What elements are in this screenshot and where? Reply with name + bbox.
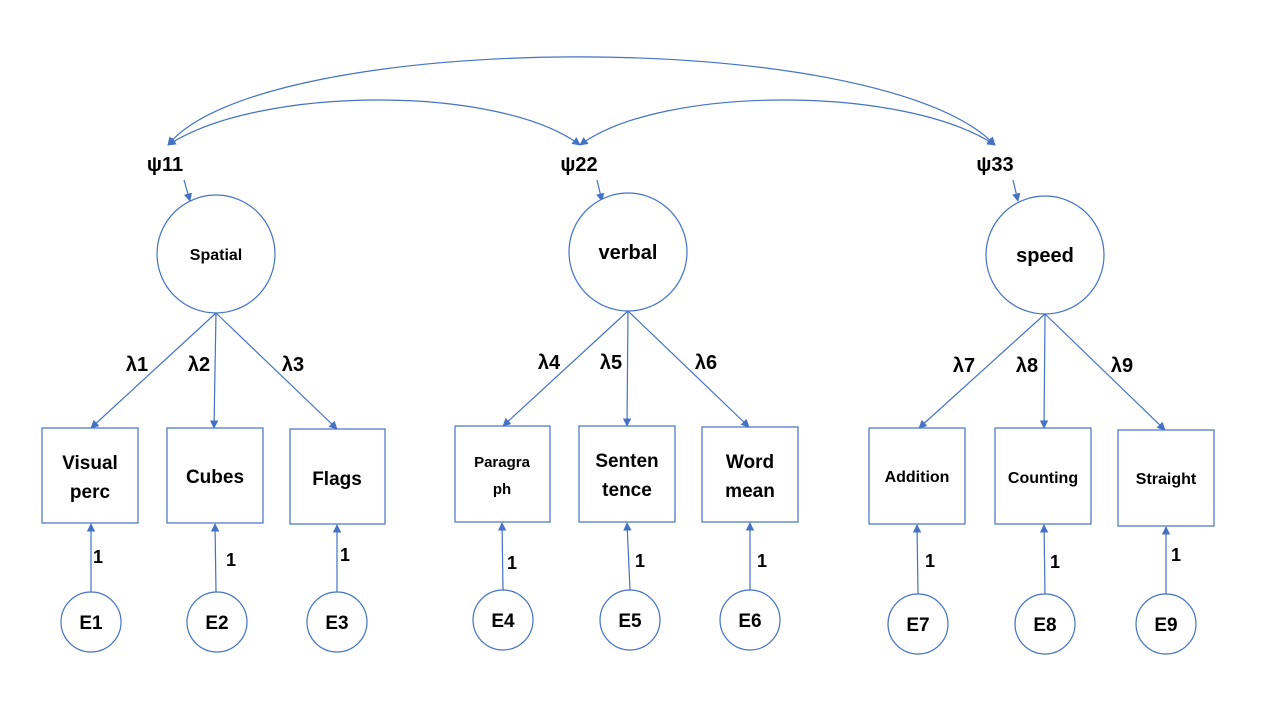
indicator-box-word-mean: [701, 426, 799, 523]
error-circle-e5: [599, 589, 661, 651]
indicator-label-paragraph-line1: Paragra: [474, 454, 531, 471]
covariance-arc-spatial-verbal: [167, 99, 581, 146]
error-arrow-e7: [912, 524, 922, 595]
indicator-label-straight: Straight: [1136, 471, 1197, 488]
loading-arrow-addition: [918, 313, 1046, 429]
factor-label-speed: speed: [1016, 245, 1074, 267]
loading-label-6: λ6: [695, 352, 717, 374]
error-label-e6: E6: [738, 611, 761, 632]
loading-label-3: λ3: [282, 354, 304, 376]
factor-label-verbal: verbal: [599, 242, 658, 264]
indicator-label-visual-perc-line2: perc: [70, 482, 111, 503]
loading-arrow-word-mean: [627, 310, 750, 428]
error-circle-e4: [472, 589, 534, 651]
error-loading-label-e7: 1: [925, 551, 935, 571]
covariance-arc-spatial-speed: [167, 56, 996, 146]
loading-arrow-straight: [1044, 313, 1166, 431]
loading-label-1: λ1: [126, 354, 148, 376]
error-circle-e3: [306, 591, 368, 653]
error-loading-label-e6: 1: [757, 551, 767, 571]
error-circle-e8: [1014, 593, 1076, 655]
error-circle-e2: [186, 591, 248, 653]
indicator-box-paragraph: [454, 425, 551, 523]
error-label-e1: E1: [79, 613, 103, 634]
error-label-e9: E9: [1154, 615, 1177, 636]
indicator-label-visual-perc-line1: Visual: [62, 453, 118, 474]
error-arrow-e4: [497, 522, 507, 591]
indicator-box-visual-perc: [41, 427, 139, 524]
indicator-label-flags: Flags: [312, 469, 362, 490]
indicator-label-cubes: Cubes: [186, 467, 244, 488]
indicator-box-counting: [994, 427, 1092, 525]
loading-label-4: λ4: [538, 352, 561, 374]
error-loading-label-e2: 1: [226, 550, 236, 570]
error-arrow-e2: [210, 523, 220, 593]
indicator-label-sentence-line1: Senten: [595, 451, 658, 472]
indicator-label-sentence-line2: tence: [602, 480, 652, 501]
indicator-label-counting: Counting: [1008, 470, 1078, 487]
error-label-e4: E4: [491, 611, 515, 632]
indicator-label-paragraph-line2: ph: [493, 481, 511, 498]
error-label-e2: E2: [205, 613, 228, 634]
variance-label-speed: ψ33: [976, 154, 1013, 176]
loading-arrow-counting: [1039, 313, 1049, 429]
indicator-box-cubes: [166, 427, 264, 524]
loading-label-7: λ7: [953, 355, 975, 377]
indicator-label-word-mean-line1: Word: [726, 452, 774, 473]
loading-label-5: λ5: [600, 352, 622, 374]
loading-label-2: λ2: [188, 354, 210, 376]
loading-arrow-paragraph: [502, 310, 629, 427]
error-label-e5: E5: [618, 611, 642, 632]
variance-arrow-verbal: [596, 179, 605, 202]
indicator-label-addition: Addition: [885, 469, 950, 486]
error-loading-label-e9: 1: [1171, 545, 1181, 565]
indicator-box-sentence: [578, 425, 676, 523]
loading-arrow-flags: [215, 312, 338, 430]
covariance-arc-verbal-speed: [579, 99, 996, 146]
variance-label-spatial: ψ11: [147, 154, 183, 176]
error-circle-e7: [887, 593, 949, 655]
indicator-label-word-mean-line2: mean: [725, 481, 775, 502]
variance-arrow-speed: [1012, 179, 1021, 202]
error-loading-label-e5: 1: [635, 551, 645, 571]
indicator-box-addition: [868, 427, 966, 525]
loading-arrow-visual-perc: [90, 312, 217, 429]
error-arrow-e5: [623, 522, 632, 591]
error-circle-e9: [1135, 593, 1197, 655]
error-circle-e6: [719, 589, 781, 651]
error-label-e7: E7: [906, 615, 929, 636]
error-loading-label-e4: 1: [507, 553, 517, 573]
loading-arrow-cubes: [209, 312, 219, 429]
variance-arrow-spatial: [183, 179, 192, 202]
indicator-box-flags: [289, 428, 386, 525]
error-arrow-e8: [1039, 524, 1049, 595]
error-loading-label-e8: 1: [1050, 552, 1060, 572]
error-circle-e1: [60, 591, 122, 653]
error-label-e3: E3: [325, 613, 348, 634]
error-label-e8: E8: [1033, 615, 1056, 636]
loading-label-8: λ8: [1016, 355, 1038, 377]
loading-label-9: λ9: [1111, 355, 1133, 377]
factor-label-spatial: Spatial: [190, 247, 242, 264]
variance-label-verbal: ψ22: [560, 154, 597, 176]
indicator-box-straight: [1117, 429, 1215, 527]
error-loading-label-e1: 1: [93, 547, 103, 567]
loading-arrow-sentence: [622, 310, 632, 427]
error-loading-label-e3: 1: [340, 545, 350, 565]
